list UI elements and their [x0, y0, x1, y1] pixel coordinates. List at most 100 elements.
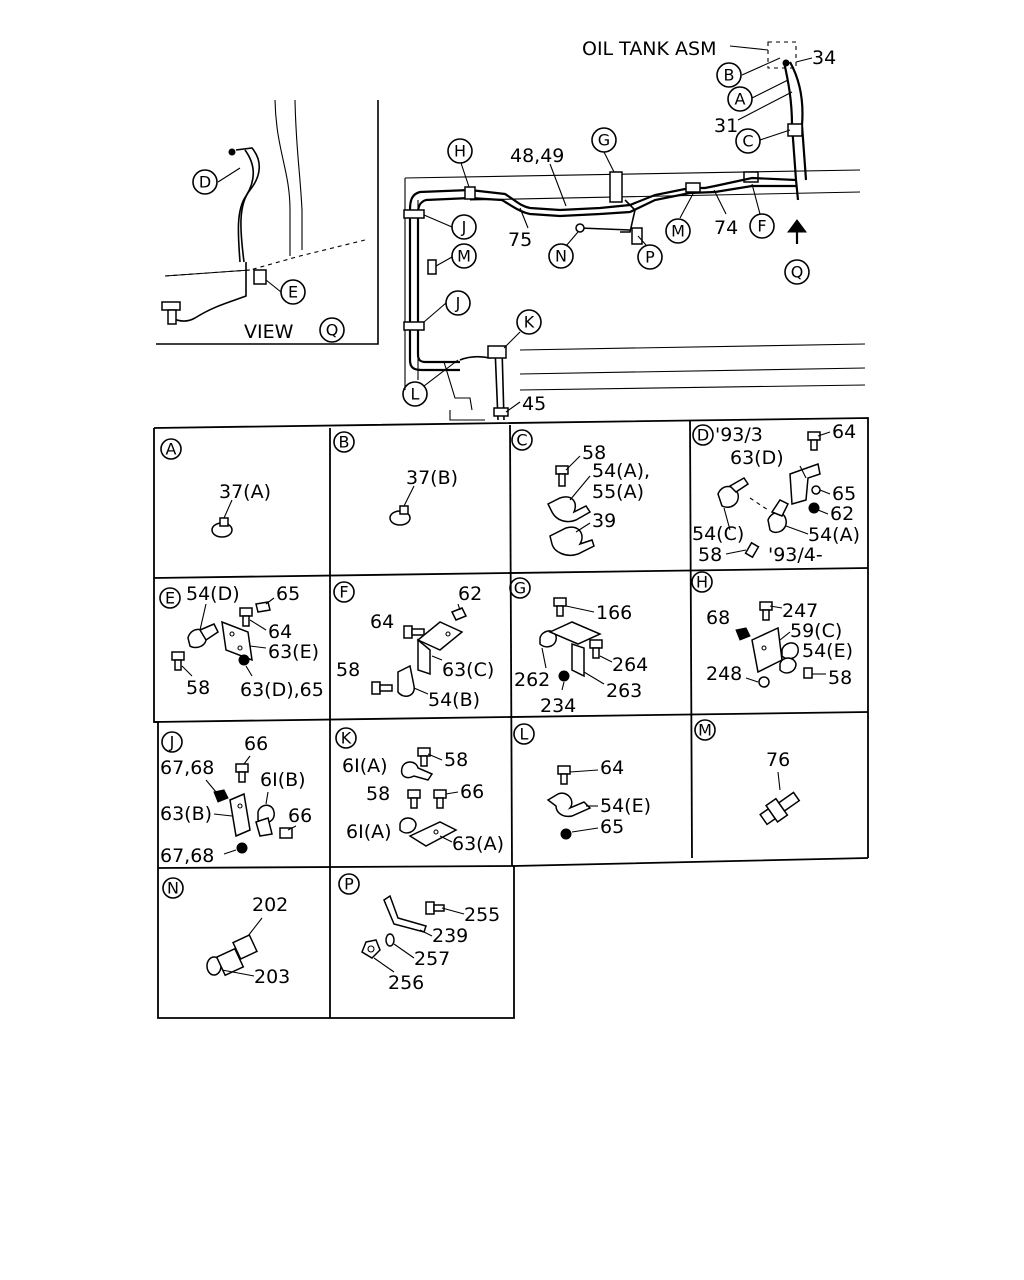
panel-h-label-5: 58 — [828, 667, 852, 689]
panel-l-label-2: 65 — [600, 816, 624, 838]
bolt-icon — [171, 651, 185, 661]
panel-h-label-1: 68 — [706, 607, 730, 629]
panel-e-label-3: 63(E) — [268, 641, 319, 663]
panel-a-label-0: 37(A) — [219, 481, 271, 503]
callout-g — [591, 127, 617, 153]
callout-l-text: K — [524, 313, 535, 332]
bracket-icon — [408, 821, 458, 847]
label-74: 74 — [714, 217, 738, 239]
panel-f-label-4: 54(B) — [428, 689, 480, 711]
panel-e-label-1: 65 — [276, 583, 300, 605]
callout-f — [749, 213, 775, 239]
bolt-icon — [403, 625, 413, 639]
bolt-icon — [433, 789, 447, 799]
panel-d-label-1: 63(D) — [730, 447, 784, 469]
panel-a-letter: A — [166, 440, 177, 459]
callout-d-text: D — [199, 173, 211, 192]
panel-h-label-4: 248 — [706, 663, 742, 685]
panel-p-letter-circle — [338, 873, 360, 895]
callout-j-bottom-text: J — [455, 294, 461, 313]
pipe-clip-icon — [400, 761, 434, 781]
panel-b-label-0: 37(B) — [406, 467, 458, 489]
bolt-icon — [803, 667, 813, 679]
bolt-icon — [417, 747, 431, 757]
callout-a — [727, 86, 753, 112]
callout-q-view — [319, 317, 345, 343]
nut-icon — [236, 842, 248, 854]
nut-icon — [213, 789, 229, 803]
bolt-icon — [279, 827, 293, 839]
panel-e-label-5: 63(D),65 — [240, 679, 324, 701]
panel-g: G 166 264 262 263 234 — [509, 577, 648, 717]
bracket-icon — [548, 621, 602, 645]
panel-p-letter: P — [344, 875, 354, 894]
pipe-clip-icon — [549, 526, 595, 556]
panel-h-label-0: 247 — [782, 600, 818, 622]
oil-tank-label: OIL TANK ASM — [582, 38, 716, 60]
nut-icon — [361, 939, 381, 959]
panel-d-label-0: 64 — [832, 421, 856, 443]
panel-m-letter-circle — [694, 719, 716, 741]
panel-c-label-3: 39 — [592, 510, 616, 532]
panel-g-letter: G — [514, 579, 526, 598]
panel-j-letter-circle — [161, 731, 183, 753]
label-75: 75 — [508, 229, 532, 251]
callout-h-text: H — [454, 142, 466, 161]
panel-f-letter: F — [339, 583, 348, 602]
panel-a: A 37(A) — [160, 438, 271, 538]
panel-g-label-0: 166 — [596, 602, 632, 624]
panel-p: P 255 239 257 256 — [338, 873, 500, 994]
panel-p-label-2: 257 — [414, 948, 450, 970]
bracket-icon — [416, 621, 464, 651]
callout-k — [402, 381, 428, 407]
bolt-icon — [425, 901, 435, 915]
panel-f-label-3: 58 — [336, 659, 360, 681]
washer-icon — [385, 933, 395, 947]
callout-a-text: A — [735, 90, 746, 109]
callout-n-text: N — [555, 247, 567, 266]
panel-c: C 58 54(A), 55(A) 39 — [511, 429, 650, 556]
panel-e-letter-circle — [159, 587, 181, 609]
callout-p — [637, 244, 663, 270]
panel-c-label-1: 54(A), — [592, 460, 650, 482]
callout-j-top — [451, 214, 477, 240]
routing-overview: OIL TANK ASM B A 34 — [402, 38, 866, 421]
callout-q-arrow-text: Q — [791, 263, 804, 282]
panel-m: M 76 — [694, 719, 801, 826]
callout-n — [548, 243, 574, 269]
panel-k-letter: K — [341, 729, 352, 748]
bolt-icon — [371, 681, 381, 695]
panel-k-letter-circle — [335, 727, 357, 749]
callout-m-side — [451, 243, 477, 269]
callout-c — [735, 128, 761, 154]
callout-g-text: G — [598, 131, 610, 150]
panel-h: H 247 68 59(C) 54(E) 248 58 — [691, 571, 853, 689]
panel-k: K 6I(A) 58 58 66 6I(A) 63(A) — [335, 727, 504, 855]
panel-n-letter-circle — [162, 877, 184, 899]
panel-c-letter: C — [516, 431, 527, 450]
view-label: VIEW — [244, 321, 294, 343]
panel-k-label-2: 58 — [366, 783, 390, 805]
panel-n-letter: N — [167, 879, 179, 898]
bolt-icon — [239, 607, 253, 617]
nut-icon — [255, 601, 271, 613]
panel-n-label-1: 203 — [254, 966, 290, 988]
panel-l-label-0: 64 — [600, 757, 624, 779]
panel-g-label-3: 263 — [606, 680, 642, 702]
panel-d-label-2: 65 — [832, 483, 856, 505]
nut-icon — [735, 627, 751, 641]
panel-d-label-7: '93/4- — [768, 544, 823, 566]
panel-f-letter-circle — [333, 581, 355, 603]
callout-c-text: C — [742, 132, 753, 151]
panel-k-label-4: 6I(A) — [346, 821, 392, 843]
nut-icon — [450, 607, 468, 621]
panel-d-label-5: 54(C) — [692, 523, 744, 545]
panel-l-label-1: 54(E) — [600, 795, 651, 817]
panel-b-letter: B — [339, 433, 350, 452]
panel-m-label-0: 76 — [766, 749, 790, 771]
union-bolt-icon — [206, 934, 258, 977]
panel-h-letter-circle — [691, 571, 713, 593]
panel-j-label-3: 63(B) — [160, 803, 212, 825]
callout-h — [447, 138, 473, 164]
